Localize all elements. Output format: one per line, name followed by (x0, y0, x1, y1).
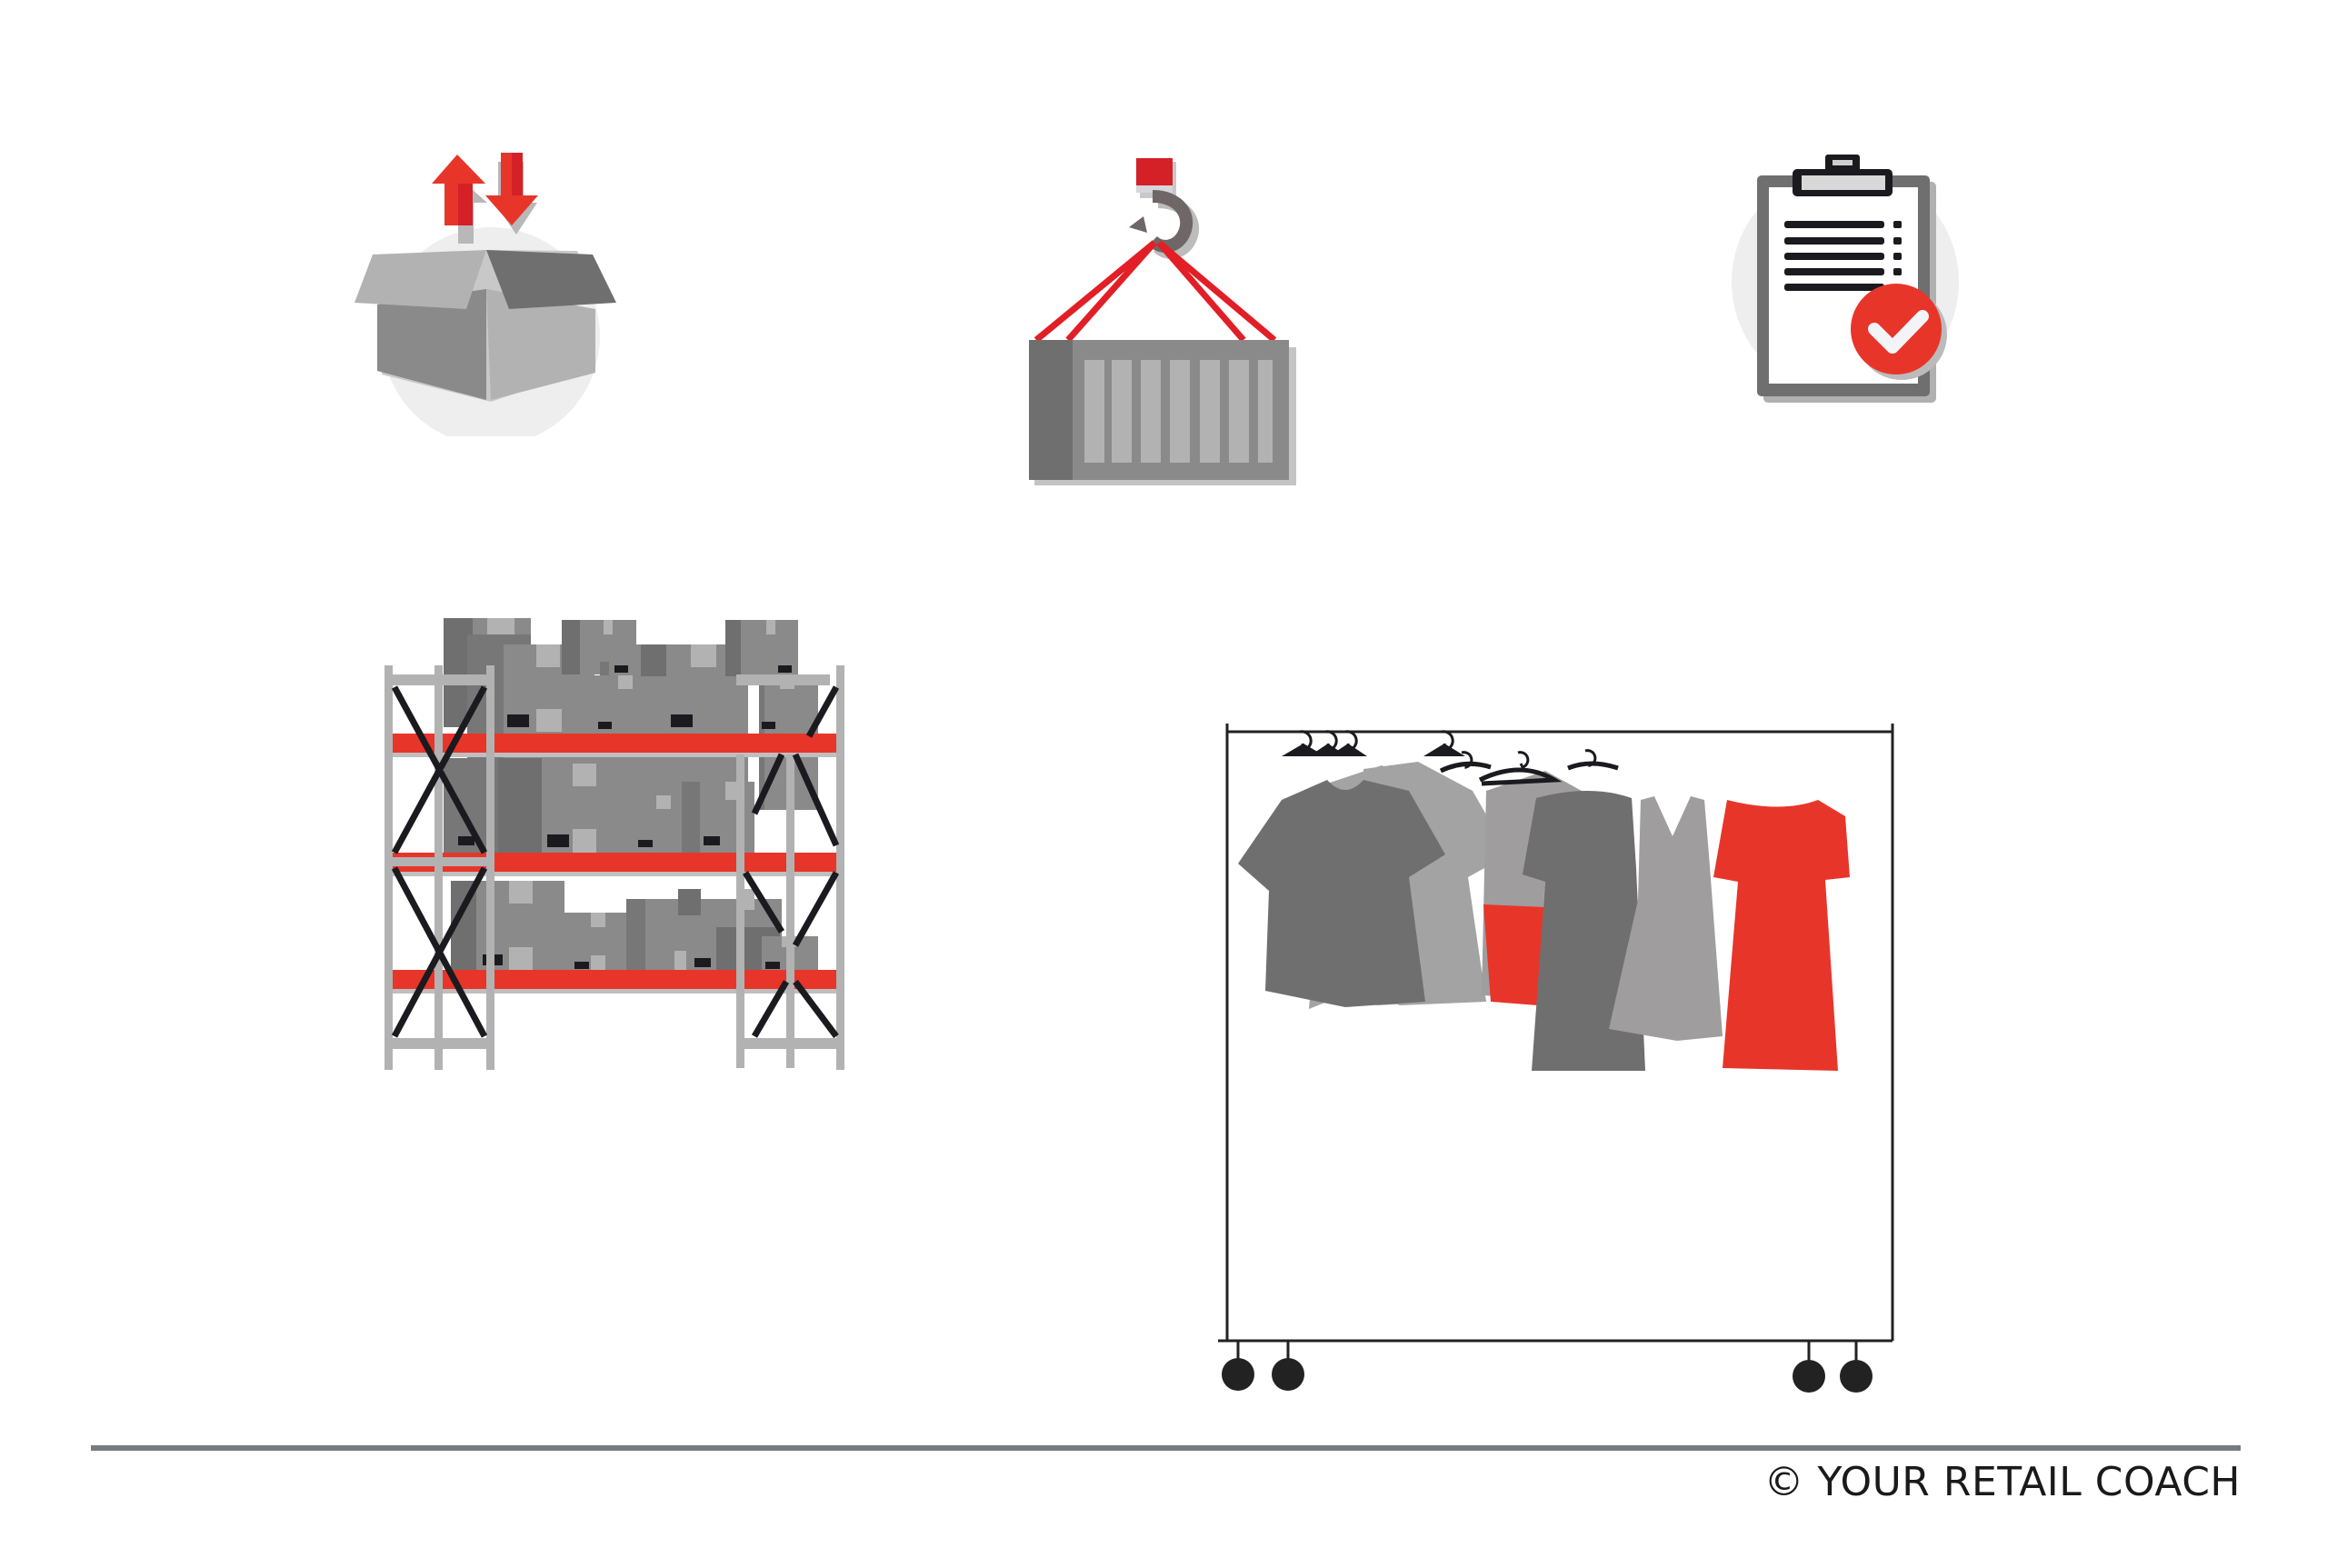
copyright-text: © YOUR RETAIL COACH (1763, 1459, 2241, 1505)
warehouse-shelving-illustration (385, 618, 844, 1070)
rack-uprights (385, 665, 844, 1070)
checklist-clipboard-icon (1732, 155, 1959, 403)
container-crane-hook-icon (1029, 158, 1296, 485)
red-shelf-beams (393, 734, 836, 994)
clothing-rack-illustration (1218, 724, 1894, 1393)
boxes-bottom-row (451, 881, 818, 970)
footer-divider (91, 1445, 2241, 1451)
inbound-outbound-box-icon (355, 153, 616, 436)
cross-braces (391, 685, 840, 1039)
